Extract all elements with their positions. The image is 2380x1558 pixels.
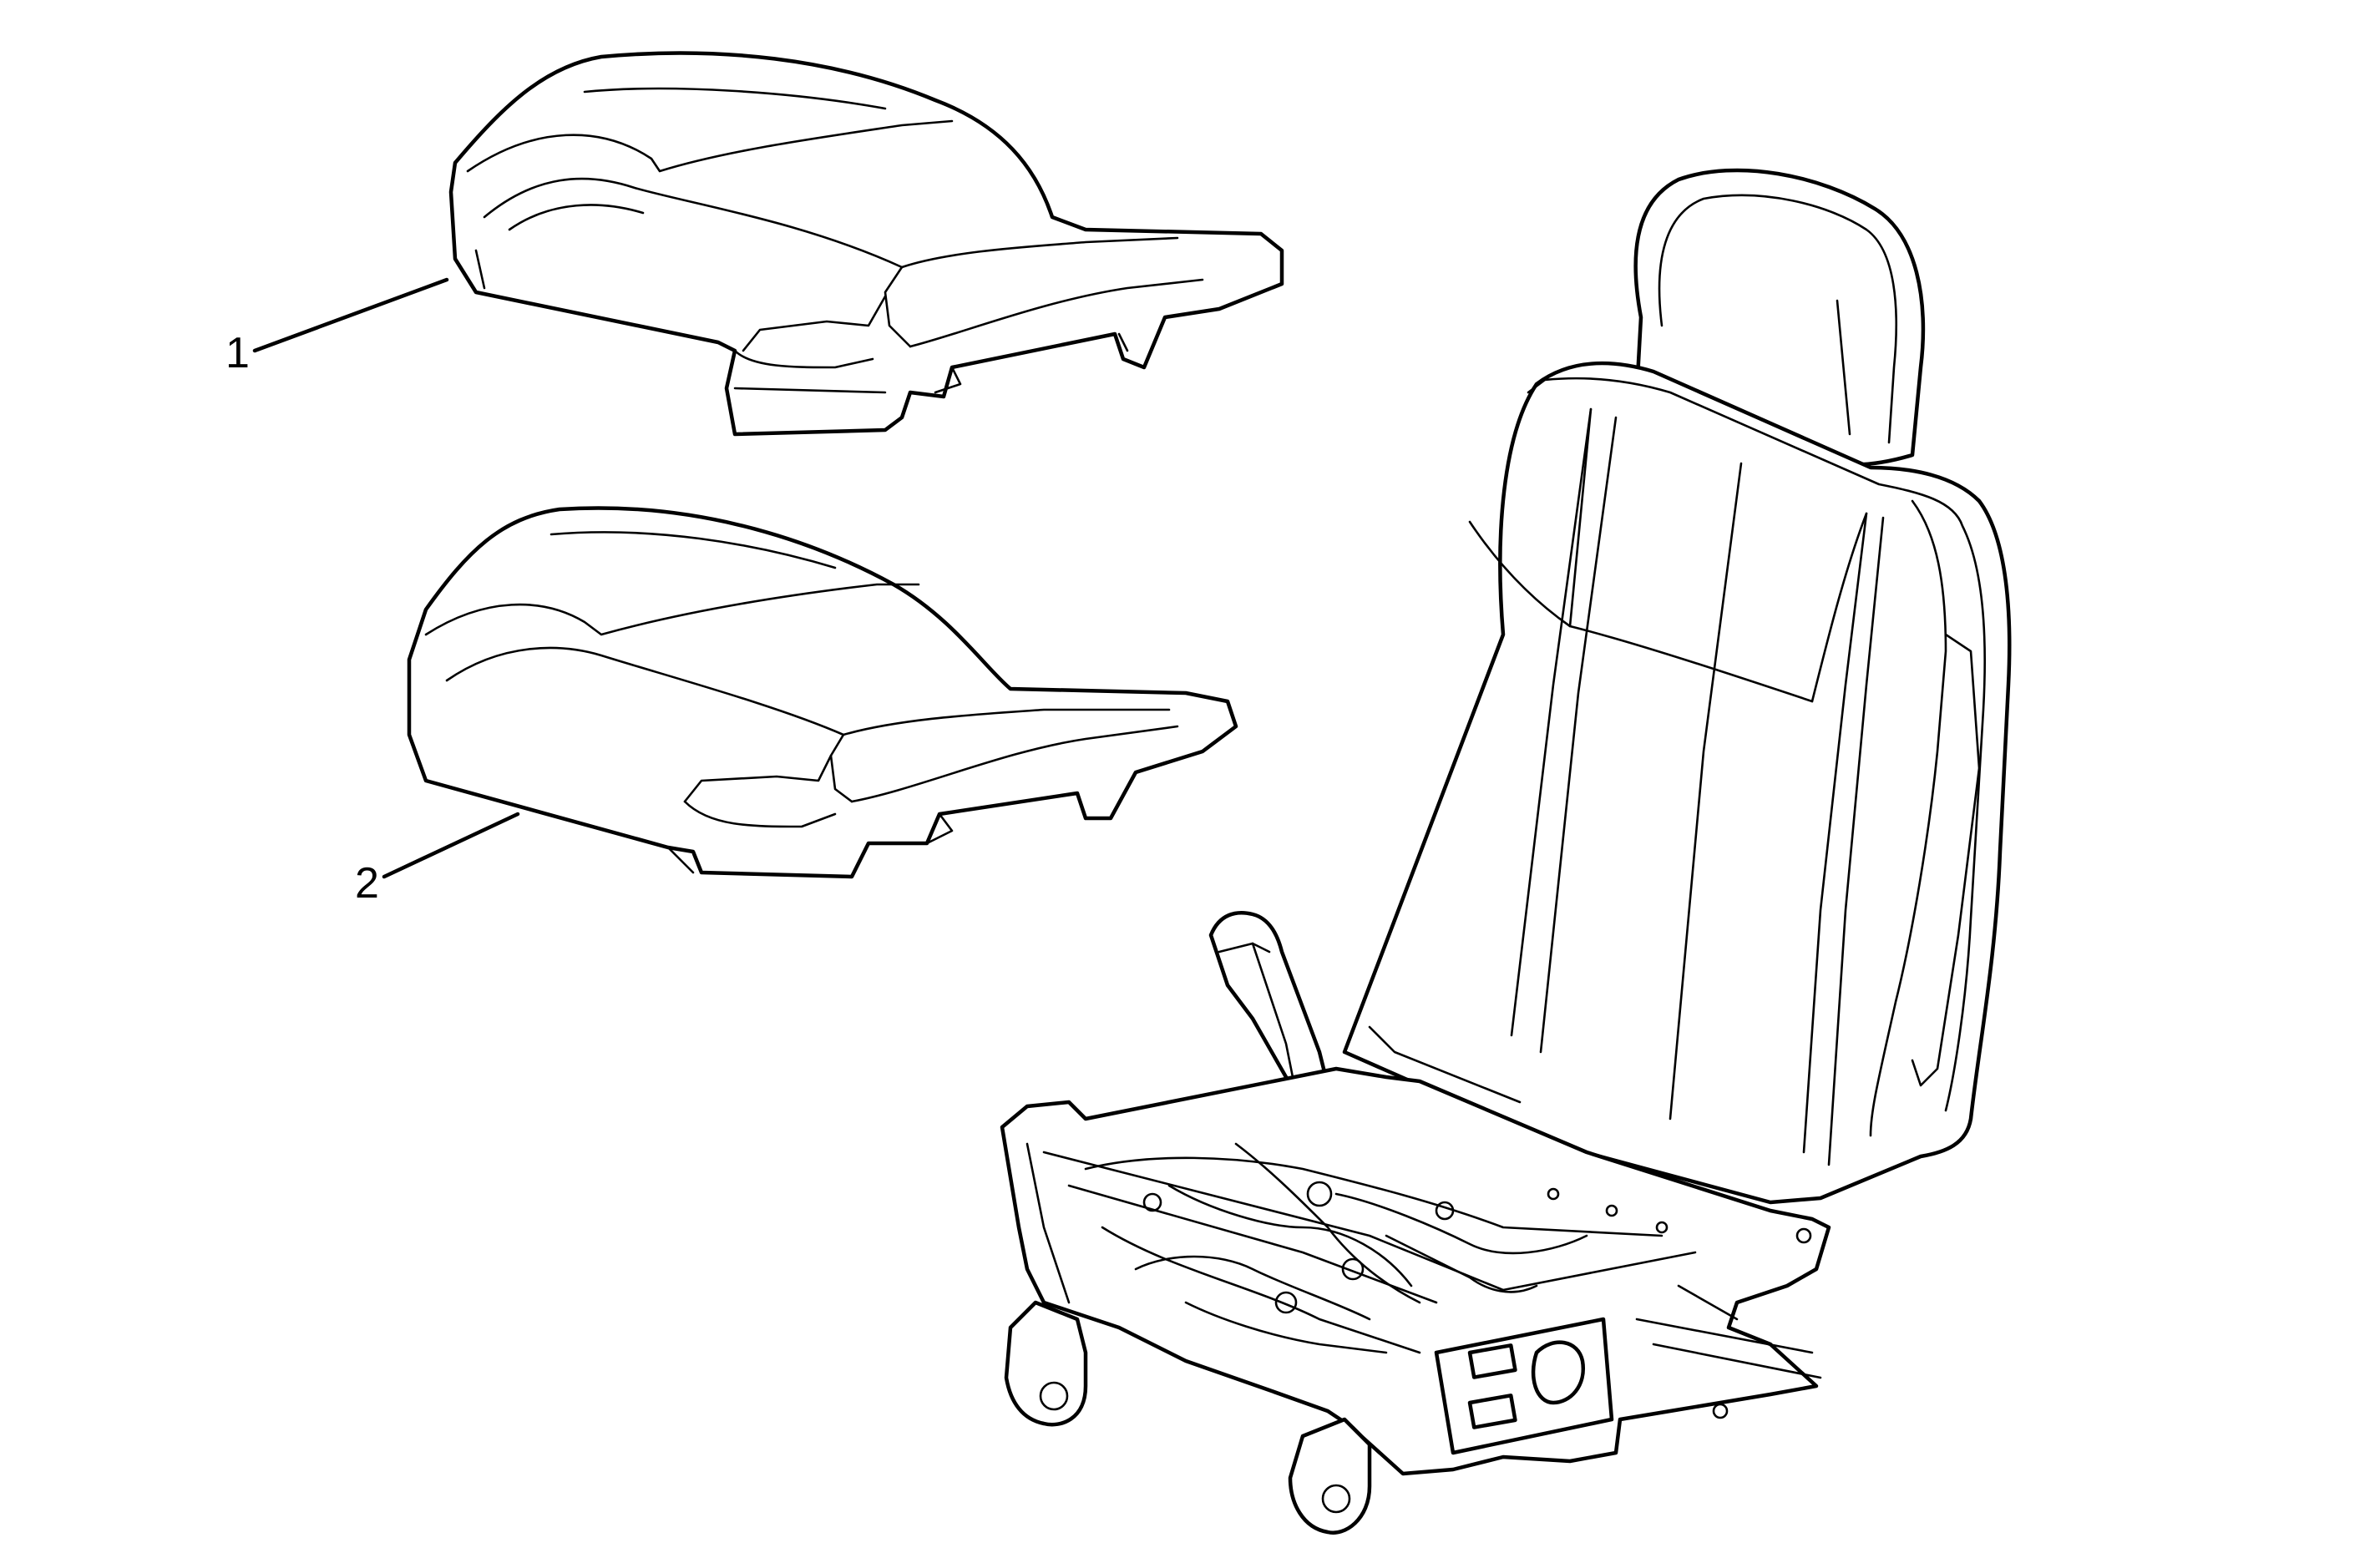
seat-assembly — [1000, 168, 2012, 1535]
front-mounting-foot-right — [1288, 1417, 1372, 1535]
switch-button-lower — [1467, 1394, 1517, 1429]
callout-label-1: 1 — [225, 329, 250, 377]
leader-line-2 — [382, 812, 520, 879]
front-mounting-foot-left — [1004, 1300, 1088, 1427]
seat-back — [1342, 361, 2012, 1205]
callout-label-2: 2 — [355, 859, 379, 908]
switch-knob — [1531, 1340, 1586, 1405]
leader-line-1 — [252, 277, 449, 353]
switch-button-upper — [1467, 1343, 1517, 1379]
seat-cushion-cover-part-1 — [448, 51, 1284, 437]
seat-base-frame — [1000, 1066, 1831, 1476]
headrest — [1633, 168, 1926, 467]
seat-cushion-pad-part-2 — [407, 506, 1238, 879]
recliner-lever — [1208, 911, 1330, 1096]
